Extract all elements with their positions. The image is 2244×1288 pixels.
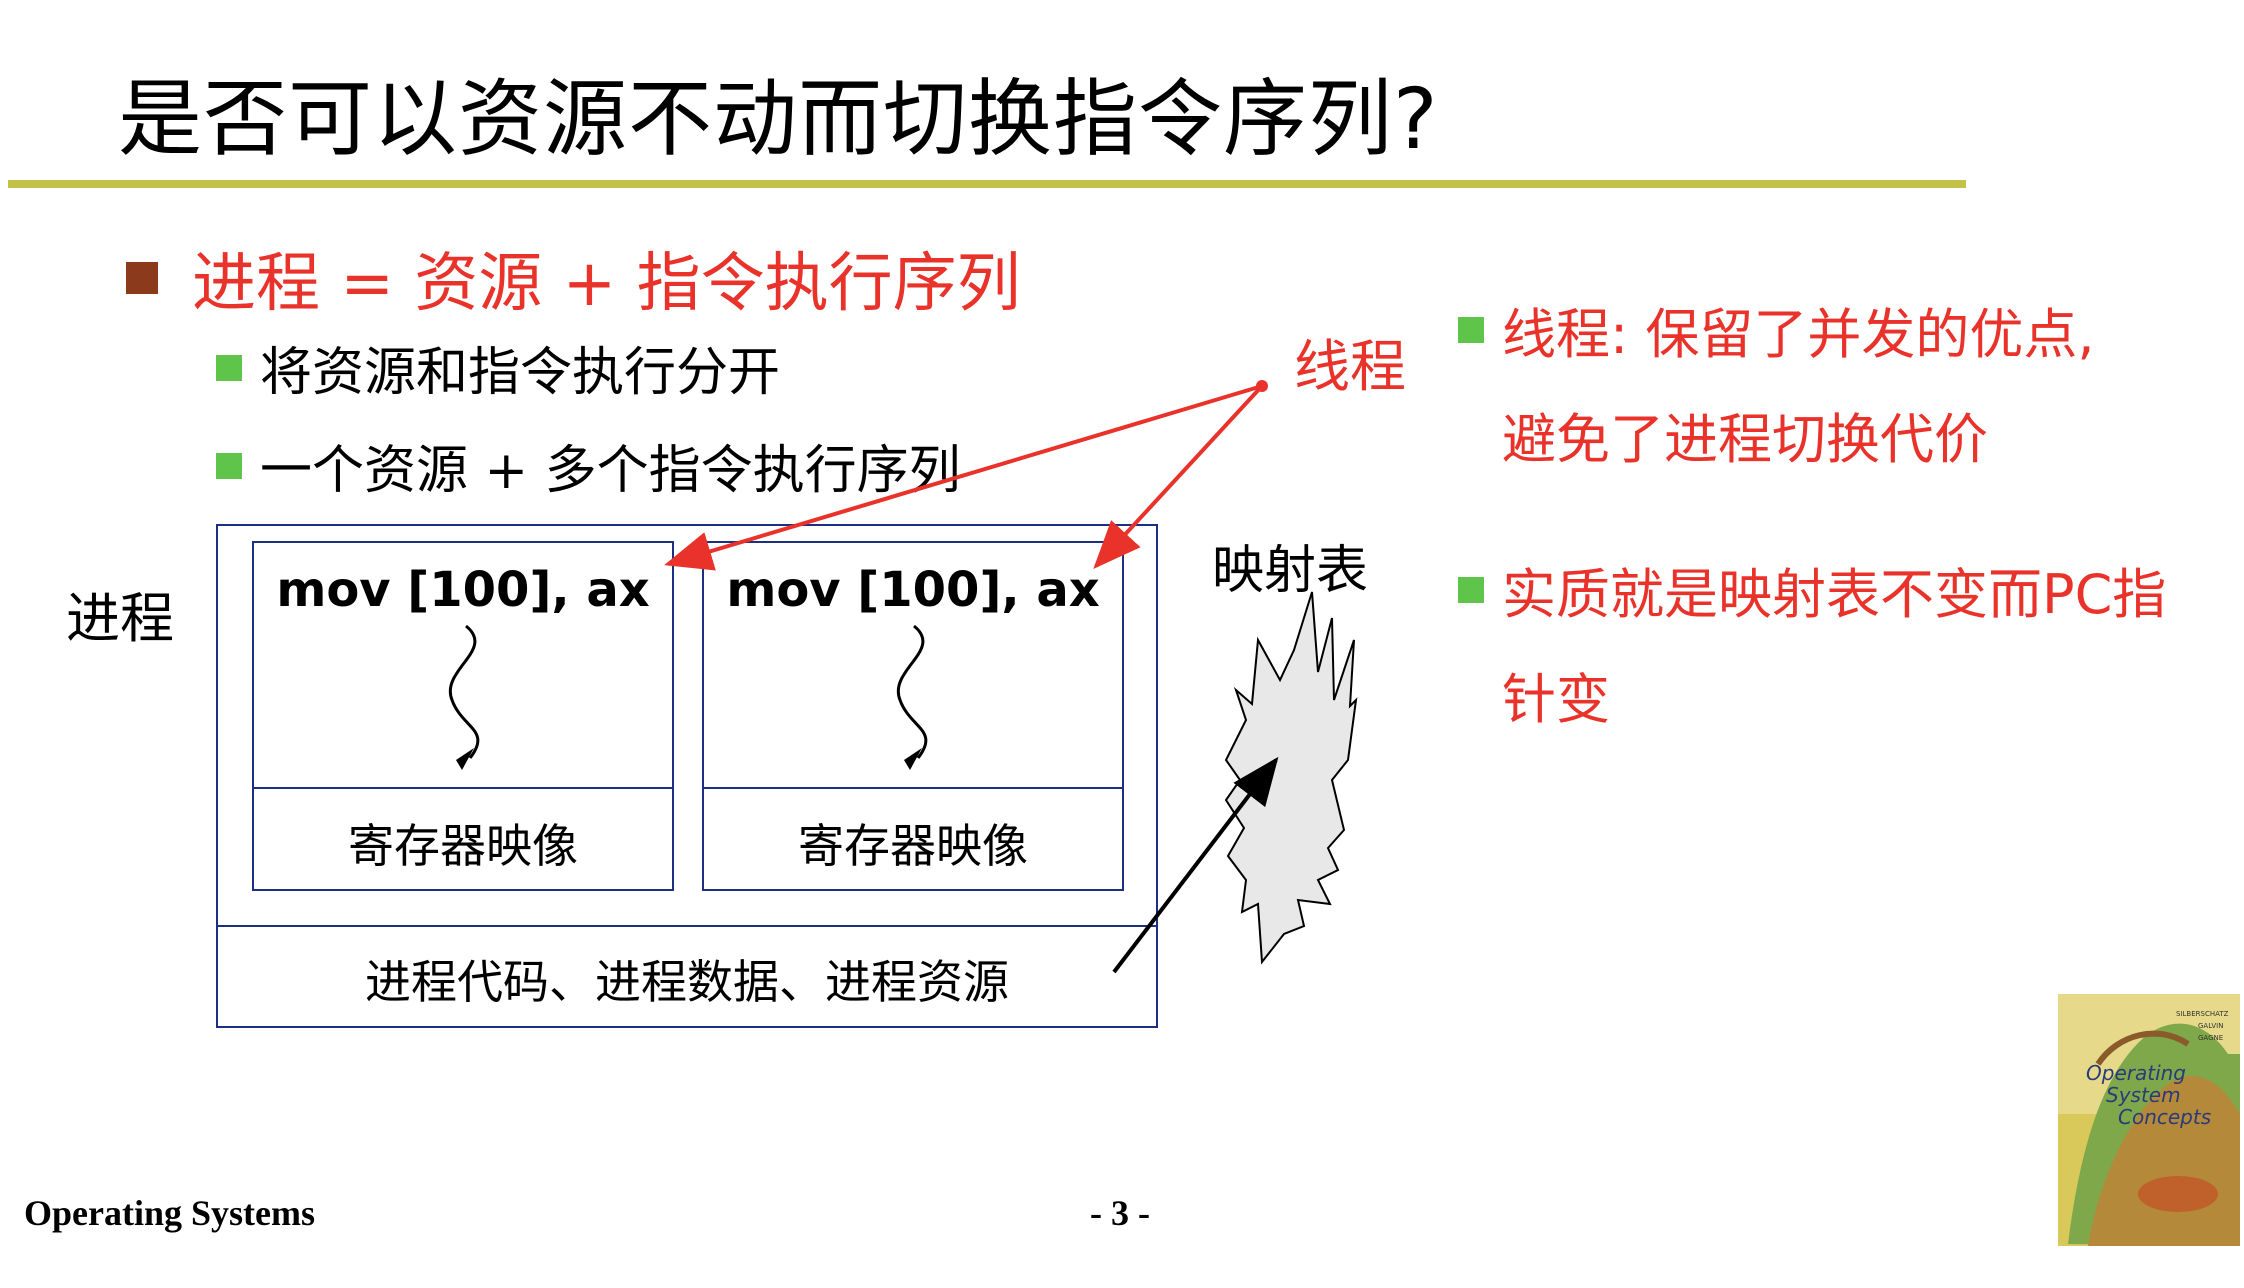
book-author: SILBERSCHATZ	[2176, 1010, 2229, 1018]
thread-label: 线程	[1294, 335, 1406, 400]
right-bullet-line: 针变	[1502, 668, 1610, 731]
square-bullet-icon	[216, 452, 242, 479]
shared-resource-box	[216, 925, 1158, 1028]
square-bullet-icon	[1458, 316, 1484, 343]
title-divider	[8, 180, 1966, 188]
square-bullet-icon	[1458, 576, 1484, 603]
execution-flow-squiggle-2	[896, 624, 928, 759]
book-title: System	[2106, 1083, 2181, 1107]
thread-arrow-2	[1093, 384, 1264, 569]
register-image-box-2	[702, 787, 1124, 891]
book-title: Concepts	[2118, 1105, 2211, 1129]
register-image-box-1	[252, 787, 674, 891]
right-bullet-line: 实质就是映射表不变而PC指	[1502, 563, 2167, 626]
square-bullet-icon	[216, 354, 242, 381]
main-bullet-text: 进程 = 资源 + 指令执行序列	[192, 247, 1021, 321]
main-bullet: 进程 = 资源 + 指令执行序列	[126, 232, 1021, 324]
footer-course-name: Operating Systems	[24, 1193, 315, 1233]
right-bullet-line: 线程: 保留了并发的优点,	[1502, 303, 2095, 366]
page-title: 是否可以资源不动而切换指令序列?	[118, 70, 1439, 168]
arrowhead-icon	[904, 748, 922, 770]
right-bullet-line: 避免了进程切换代价	[1502, 408, 1988, 471]
sub-bullet-text: 一个资源 + 多个指令执行序列	[260, 441, 961, 501]
resource-to-map-arrow	[1112, 756, 1279, 974]
process-label: 进程	[66, 587, 174, 650]
book-author: GALVIN	[2198, 1022, 2223, 1030]
square-bullet-icon	[126, 262, 158, 294]
arrowhead-icon	[456, 748, 474, 770]
mapping-table-starburst	[1224, 591, 1358, 965]
sub-bullet-text: 将资源和指令执行分开	[260, 343, 781, 403]
register-image-label-2: 寄存器映像	[798, 819, 1028, 873]
right-bullet-1: 线程: 保留了并发的优点, 避免了进程切换代价	[1458, 290, 2095, 474]
map-label: 映射表	[1212, 541, 1369, 601]
right-bullet-2: 实质就是映射表不变而PC指 针变	[1458, 550, 2166, 734]
instruction-2: mov [100], ax	[726, 562, 1100, 618]
thread-arrow-1	[664, 384, 1263, 571]
register-image-label-1: 寄存器映像	[348, 819, 578, 873]
sub-bullet-1: 将资源和指令执行分开	[216, 330, 780, 405]
instruction-1: mov [100], ax	[276, 562, 650, 618]
page-number: - 3 -	[1090, 1193, 1150, 1233]
book-cover-image: Operating System Concepts SILBERSCHATZ G…	[2058, 994, 2240, 1246]
book-title: Operating	[2086, 1061, 2186, 1085]
shared-resource-text: 进程代码、进程数据、进程资源	[365, 955, 1009, 1009]
execution-flow-squiggle-1	[448, 624, 480, 759]
sub-bullet-2: 一个资源 + 多个指令执行序列	[216, 428, 961, 503]
book-author: GAGNE	[2198, 1034, 2223, 1042]
